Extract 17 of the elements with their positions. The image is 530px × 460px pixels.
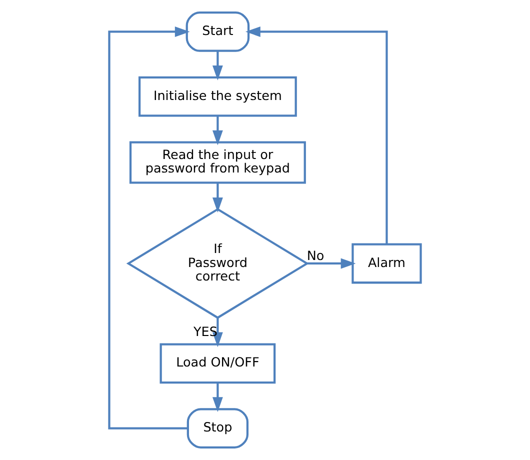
arrow bbox=[245, 26, 388, 244]
arrow bbox=[212, 182, 223, 212]
node-box: Start bbox=[186, 12, 250, 52]
arrow bbox=[307, 258, 356, 269]
node-diamond: If Password correct bbox=[126, 208, 310, 319]
arrow bbox=[212, 116, 223, 146]
node-box: Read the input or password from keypad bbox=[129, 141, 306, 184]
arrow bbox=[212, 51, 223, 80]
arrow bbox=[108, 26, 190, 430]
node-box: Stop bbox=[186, 408, 249, 448]
arrow bbox=[212, 318, 223, 348]
node-box: Initialise the system bbox=[138, 76, 297, 117]
arrow bbox=[212, 382, 223, 412]
edge-label: No bbox=[306, 248, 324, 264]
node-box: Alarm bbox=[352, 243, 422, 284]
node-box: Load ON/OFF bbox=[160, 343, 276, 384]
edge-label: YES bbox=[193, 324, 218, 340]
